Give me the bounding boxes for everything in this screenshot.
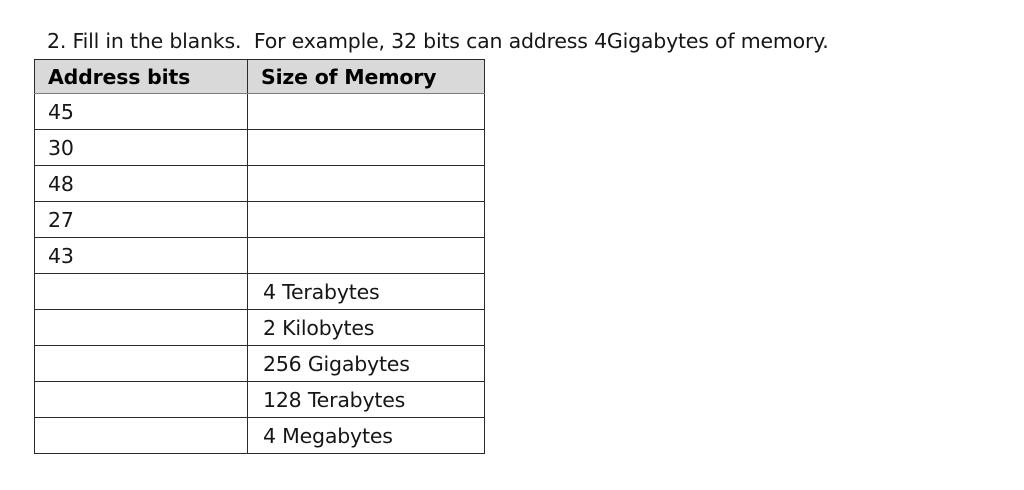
cell-address-bits[interactable] (34, 345, 248, 382)
cell-size-of-memory[interactable]: 256 Gigabytes (247, 345, 485, 382)
table-row: 30 (34, 129, 485, 166)
table-row: 4 Terabytes (34, 273, 485, 310)
table-row: 43 (34, 237, 485, 274)
question-prompt: 2. Fill in the blanks. For example, 32 b… (47, 29, 829, 53)
column-header-size-of-memory: Size of Memory (247, 59, 485, 94)
cell-size-of-memory[interactable] (247, 165, 485, 202)
cell-address-bits[interactable]: 43 (34, 237, 248, 274)
cell-size-of-memory[interactable]: 4 Terabytes (247, 273, 485, 310)
table-header: Address bits Size of Memory (34, 59, 485, 94)
table-body: 45 30 48 27 43 4 Terabytes (34, 93, 485, 454)
cell-address-bits[interactable]: 48 (34, 165, 248, 202)
cell-size-of-memory[interactable] (247, 237, 485, 274)
cell-address-bits[interactable]: 30 (34, 129, 248, 166)
cell-address-bits[interactable] (34, 273, 248, 310)
table-header-row: Address bits Size of Memory (34, 59, 485, 94)
table-row: 4 Megabytes (34, 417, 485, 454)
cell-size-of-memory[interactable] (247, 129, 485, 166)
column-header-address-bits: Address bits (34, 59, 248, 94)
table-row: 45 (34, 93, 485, 130)
table-row: 256 Gigabytes (34, 345, 485, 382)
table-row: 2 Kilobytes (34, 309, 485, 346)
table-row: 48 (34, 165, 485, 202)
cell-size-of-memory[interactable]: 128 Terabytes (247, 381, 485, 418)
cell-address-bits[interactable] (34, 417, 248, 454)
cell-address-bits[interactable]: 27 (34, 201, 248, 238)
table-row: 128 Terabytes (34, 381, 485, 418)
cell-size-of-memory[interactable]: 4 Megabytes (247, 417, 485, 454)
cell-size-of-memory[interactable] (247, 201, 485, 238)
table-row: 27 (34, 201, 485, 238)
address-bits-memory-table: Address bits Size of Memory 45 30 48 27 (34, 59, 485, 454)
cell-address-bits[interactable] (34, 309, 248, 346)
cell-address-bits[interactable]: 45 (34, 93, 248, 130)
cell-address-bits[interactable] (34, 381, 248, 418)
cell-size-of-memory[interactable]: 2 Kilobytes (247, 309, 485, 346)
cell-size-of-memory[interactable] (247, 93, 485, 130)
